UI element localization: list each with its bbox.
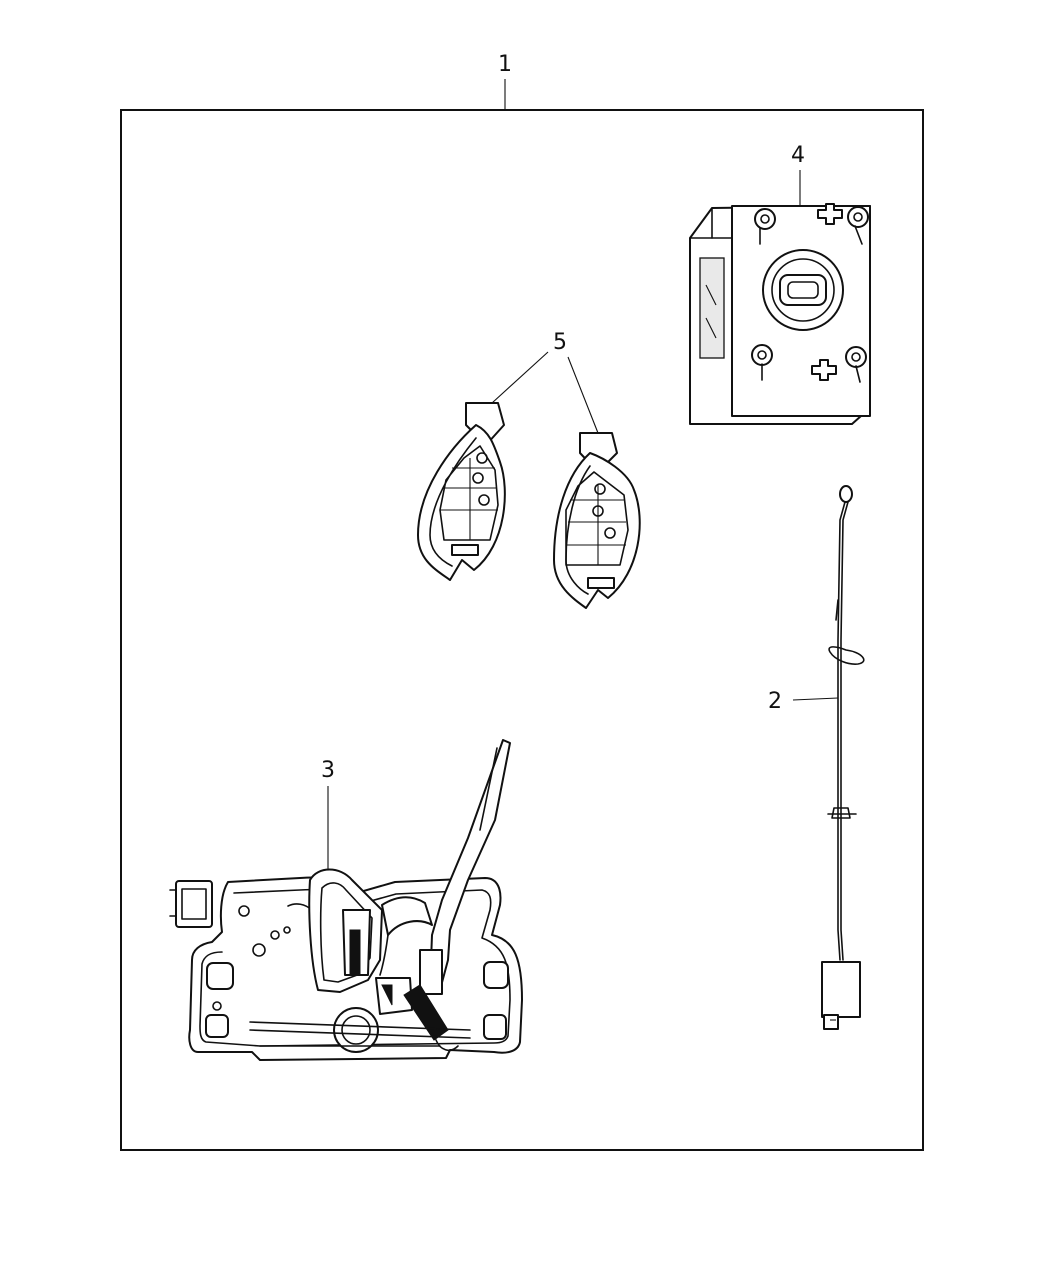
- callout-2: 2: [768, 689, 782, 714]
- ignition-module-icon: [689, 203, 871, 425]
- leader-5a: [491, 351, 549, 404]
- kit-frame: [120, 109, 924, 1151]
- callout-5: 5: [553, 330, 567, 355]
- leader-5b: [567, 356, 599, 434]
- callout-4: 4: [791, 143, 805, 168]
- antenna-cable-icon: [821, 485, 865, 1030]
- callout-3: 3: [321, 758, 335, 783]
- leader-2: [792, 697, 839, 701]
- key-fob-icon: [417, 402, 641, 609]
- hood-latch-icon: [169, 739, 523, 1061]
- callout-1: 1: [498, 52, 512, 77]
